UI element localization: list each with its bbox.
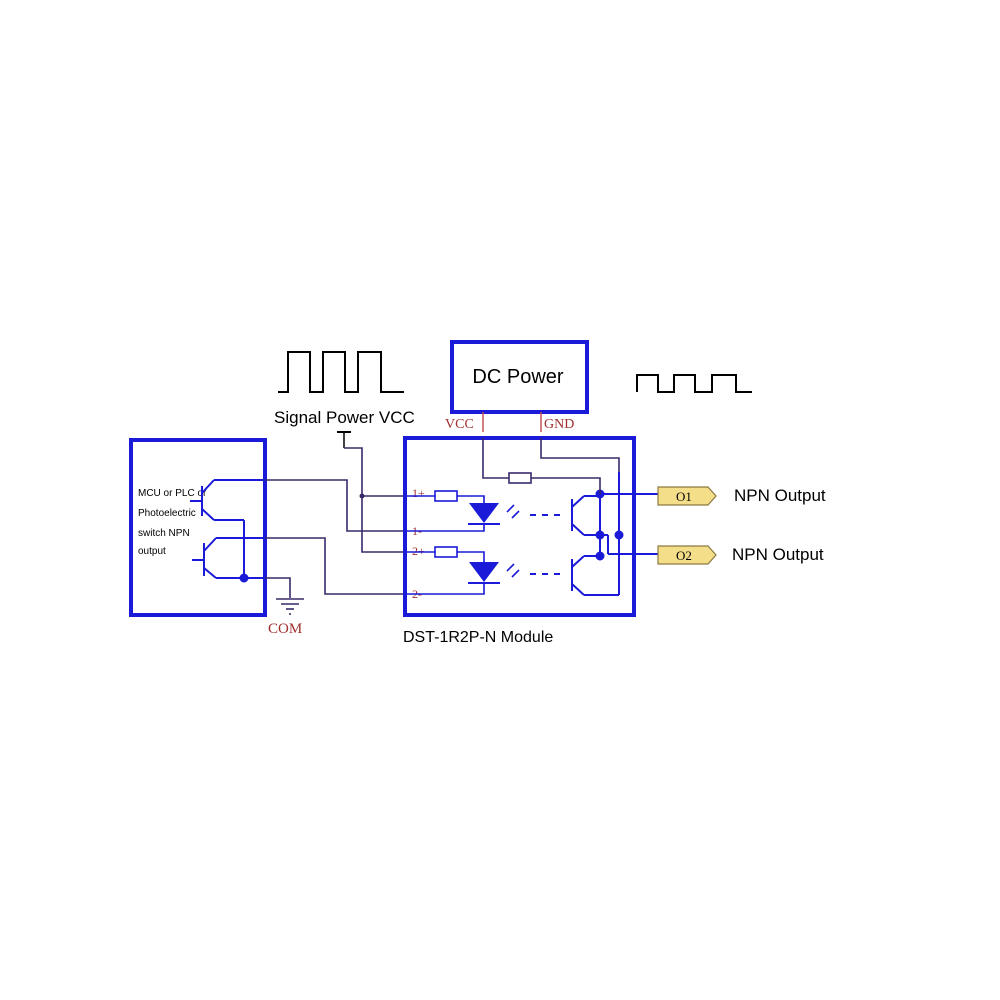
source-junction-dot [239, 573, 249, 583]
output-tag-o2-text: O2 [676, 548, 692, 563]
source-line-4: output [138, 546, 166, 557]
source-transistor-2 [192, 520, 265, 579]
ground-icon [276, 598, 304, 615]
pin-2-plus: 2+ [412, 544, 425, 558]
output-tag-o1: O1 [657, 486, 717, 506]
vcc-to-output [531, 477, 601, 494]
source-line-3: switch NPN [138, 528, 190, 539]
output-tag-o1-text: O1 [676, 489, 692, 504]
output-transistor-2 [571, 555, 619, 596]
com-label: COM [268, 621, 302, 637]
dc-power-box [450, 340, 589, 414]
vcc-label: VCC [445, 417, 474, 432]
output-transistor-1 [571, 495, 600, 536]
junction-mid [595, 530, 605, 540]
vcc-internal-wire [482, 438, 509, 479]
gnd-internal-wire [540, 438, 620, 472]
channel-1-input [405, 490, 485, 532]
wire-1-minus [265, 479, 405, 532]
dc-power-label: DC Power [472, 366, 563, 388]
wire-junction [359, 493, 365, 499]
pin-1-plus: 1+ [412, 486, 425, 500]
output-bus [599, 472, 660, 595]
npn-output-1-label: NPN Output [734, 486, 826, 505]
output-square-wave [636, 374, 752, 393]
optocoupler-2-led [468, 562, 565, 584]
wire-2-minus [265, 537, 405, 595]
source-line-2: Photoelectric [138, 508, 196, 519]
signal-power-label: Signal Power VCC [274, 408, 415, 427]
module-box [403, 436, 636, 617]
npn-output-2-label: NPN Output [732, 545, 824, 564]
wire-signal-vcc [344, 447, 405, 553]
junction-gnd [614, 530, 624, 540]
vcc-resistor [508, 472, 532, 484]
source-transistor-1 [190, 479, 265, 521]
junction-o2 [595, 551, 605, 561]
gnd-label: GND [544, 417, 574, 432]
channel-2-input [405, 546, 485, 595]
module-label: DST-1R2P-N Module [403, 629, 553, 646]
optocoupler-1-led [468, 503, 565, 525]
source-box [129, 438, 267, 617]
wire-common [265, 577, 291, 598]
output-tag-o2: O2 [657, 545, 717, 565]
source-line-1: MCU or PLC or [138, 488, 207, 499]
input-square-wave [278, 351, 404, 393]
